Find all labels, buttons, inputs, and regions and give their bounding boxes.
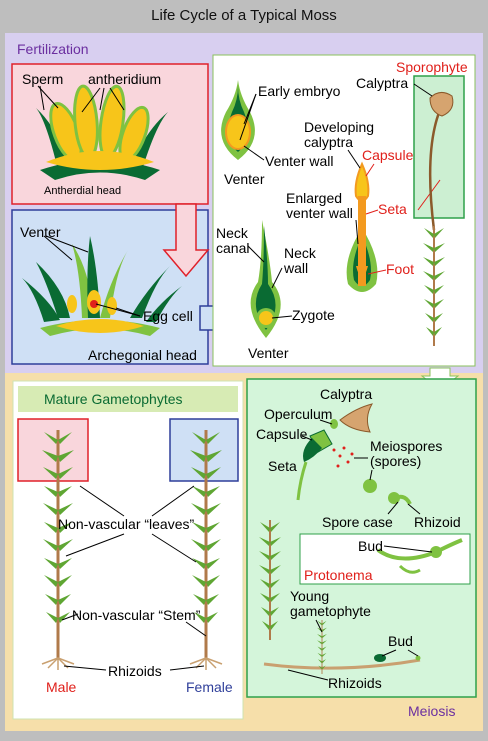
label-calyptra-bottom: Calyptra: [320, 386, 372, 402]
label-early-embryo: Early embryo: [258, 83, 341, 99]
label-non-vascular-leaves: Non-vascular “leaves”: [58, 516, 194, 532]
label-bud-ground: Bud: [388, 633, 413, 649]
label-bud-protonema: Bud: [358, 538, 383, 554]
label-mature-gametophytes: Mature Gametophytes: [44, 391, 183, 407]
label-seta-bottom: Seta: [268, 458, 297, 474]
label-young-gametophyte-line2: gametophyte: [290, 603, 371, 619]
label-rhizoid: Rhizoid: [414, 514, 461, 530]
capsule-drawing: [296, 403, 377, 501]
archegonial-head-drawing: [22, 236, 182, 336]
male-tip-box: [17, 418, 89, 482]
label-neck-canal-line1: Neck: [216, 225, 249, 241]
fertilization-heading: Fertilization: [17, 41, 89, 57]
label-protonema: Protonema: [304, 567, 373, 583]
label-zygote: Zygote: [292, 307, 335, 323]
label-neck-wall-line1: Neck: [284, 245, 317, 261]
label-female: Female: [186, 679, 233, 695]
label-rhizoids-left: Rhizoids: [108, 663, 162, 679]
label-sporophyte: Sporophyte: [396, 59, 468, 75]
protonema-drawing: [376, 492, 463, 574]
label-archegonial-head: Archegonial head: [88, 347, 197, 363]
female-tip-box: [169, 418, 239, 482]
protonema-box: [299, 533, 471, 585]
label-egg-cell: Egg cell: [143, 308, 193, 324]
label-venter-archegonia: Venter: [20, 224, 61, 240]
mature-gametophytes-header: [18, 386, 238, 412]
label-antherdial-head: Antherdial head: [44, 185, 121, 197]
label-neck-canal-line2: canal: [216, 240, 249, 256]
label-rhizoids-right: Rhizoids: [328, 675, 382, 691]
antheridial-box: [11, 63, 209, 205]
sperm-arrow: [162, 203, 210, 278]
label-meiospores-line1: Meiospores: [370, 438, 442, 454]
developing-sporophyte-drawing: [346, 161, 378, 292]
label-seta-red: Seta: [378, 201, 407, 217]
label-venter-embryo: Venter: [224, 171, 265, 187]
mature-sporophyte-drawing: [422, 92, 454, 347]
diagram-title: Life Cycle of a Typical Moss: [151, 7, 337, 24]
meiosis-heading: Meiosis: [408, 703, 455, 719]
label-capsule-red: Capsule: [362, 147, 414, 163]
antheridial-head-drawing: [36, 84, 168, 180]
label-non-vascular-stem: Non-vascular “Stem”: [72, 607, 201, 623]
label-enlarged-venter-line2: venter wall: [286, 205, 353, 221]
label-developing-calyptra-line1: Developing: [304, 119, 374, 135]
label-meiospores-line2: (spores): [370, 453, 421, 469]
label-foot-red: Foot: [386, 261, 414, 277]
label-antheridium: antheridium: [88, 71, 161, 87]
label-spore-case: Spore case: [322, 514, 393, 530]
label-sperm: Sperm: [22, 71, 63, 87]
label-developing-calyptra-line2: calyptra: [304, 134, 353, 150]
zygote-drawing: [250, 220, 281, 338]
label-calyptra-top: Calyptra: [356, 75, 408, 91]
label-operculum: Operculum: [264, 406, 332, 422]
label-young-gametophyte-line1: Young: [290, 588, 329, 604]
label-enlarged-venter-line1: Enlarged: [286, 190, 342, 206]
label-venter-zygote: Venter: [248, 345, 289, 361]
label-neck-wall-line2: wall: [283, 260, 308, 276]
label-capsule-bottom: Capsule: [256, 426, 308, 442]
label-male: Male: [46, 679, 77, 695]
label-venter-wall: Venter wall: [265, 153, 333, 169]
